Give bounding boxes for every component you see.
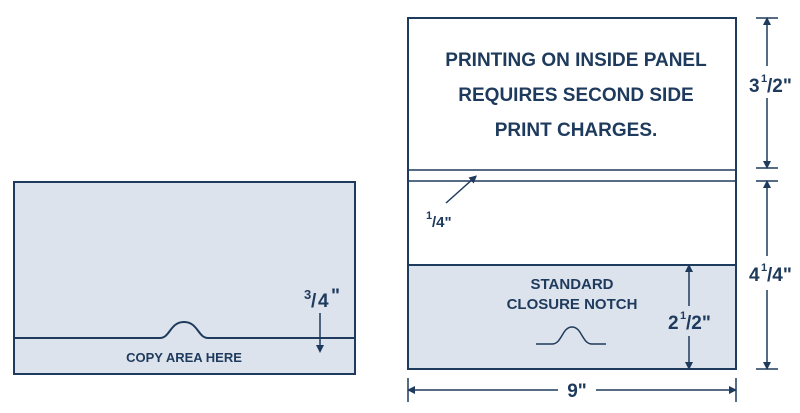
right-pocket-panel: [407, 264, 737, 370]
top-height-dimension: 3 1 /2": [749, 17, 792, 169]
pocket-dim-whole: 2: [668, 313, 679, 334]
top-dim-whole: 3: [749, 76, 760, 97]
closure-label-line-2: CLOSURE NOTCH: [507, 296, 638, 313]
three-quarter-slash: /: [311, 291, 317, 312]
notice-line-1: PRINTING ON INSIDE PANEL: [445, 50, 707, 71]
bottom-dim-whole: 4: [749, 265, 760, 286]
score-dimension: 1 /4": [426, 175, 477, 231]
pocket-dimension: 2 1 /2": [668, 264, 711, 370]
score-dimension-arrow: [445, 175, 477, 204]
width-dim-label: 9": [567, 381, 587, 402]
left-folder: COPY AREA HERE 3 / 4 ": [13, 181, 356, 375]
left-dimension-three-quarter: 3 / 4 ": [304, 286, 340, 353]
right-folder: PRINTING ON INSIDE PANEL REQUIRES SECOND…: [407, 17, 737, 370]
closure-label-line-1: STANDARD: [530, 276, 613, 293]
score-dim-numerator: 1: [426, 210, 432, 222]
left-folder-panel: [13, 181, 356, 375]
bottom-dim-denominator: /4": [767, 265, 792, 286]
score-dim-denominator: /4": [432, 214, 452, 231]
pocket-dim-denominator: /2": [686, 313, 711, 334]
width-dimension: 9": [407, 378, 737, 402]
top-dim-denominator: /2": [767, 76, 792, 97]
closure-notch-shape: [536, 326, 606, 345]
three-quarter-denominator: 4: [318, 291, 329, 312]
copy-area-label: COPY AREA HERE: [126, 350, 242, 365]
left-fold-line-with-notch: [14, 320, 355, 339]
pocket-dim-numerator: 1: [680, 310, 686, 322]
top-dim-numerator: 1: [761, 73, 767, 85]
notice-line-2: REQUIRES SECOND SIDE: [458, 85, 693, 106]
notice-line-3: PRINT CHARGES.: [495, 120, 658, 141]
three-quarter-inch-mark: ": [331, 286, 340, 307]
bottom-height-dimension: 4 1 /4": [749, 180, 792, 370]
three-quarter-numerator: 3: [304, 287, 311, 302]
bottom-dim-numerator: 1: [761, 262, 767, 274]
